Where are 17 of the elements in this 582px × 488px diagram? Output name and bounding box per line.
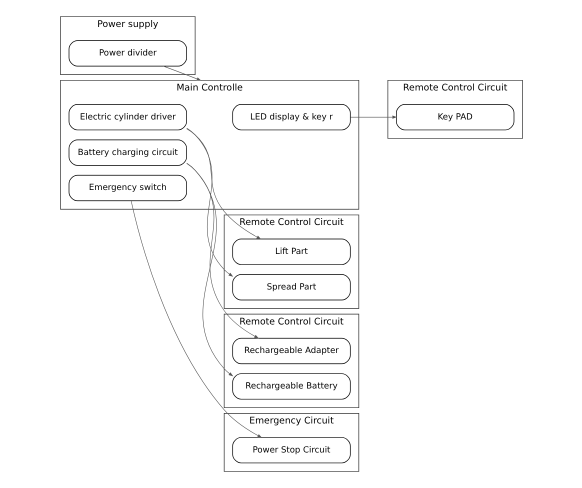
node-box: Key PAD (396, 104, 514, 130)
node-box: LED display & key r (232, 104, 350, 130)
node-box: Rechargeable Adapter (232, 338, 350, 364)
node-box: Electric cylinder driver (68, 104, 186, 130)
arrow (186, 128, 233, 277)
arrow (130, 200, 262, 438)
node-box: Power divider (68, 40, 186, 66)
node-box: Battery charging circuit (68, 139, 186, 166)
arrow (186, 163, 258, 338)
arrow (350, 116, 397, 119)
node-box: Rechargeable Battery (232, 373, 350, 400)
node-box: Lift Part (232, 238, 350, 265)
node-box: Emergency switch (68, 174, 186, 202)
node-box: Power Stop Circuit (232, 437, 350, 464)
arrow (186, 162, 233, 376)
node-box: Spread Part (232, 274, 350, 300)
arrow (186, 128, 261, 240)
